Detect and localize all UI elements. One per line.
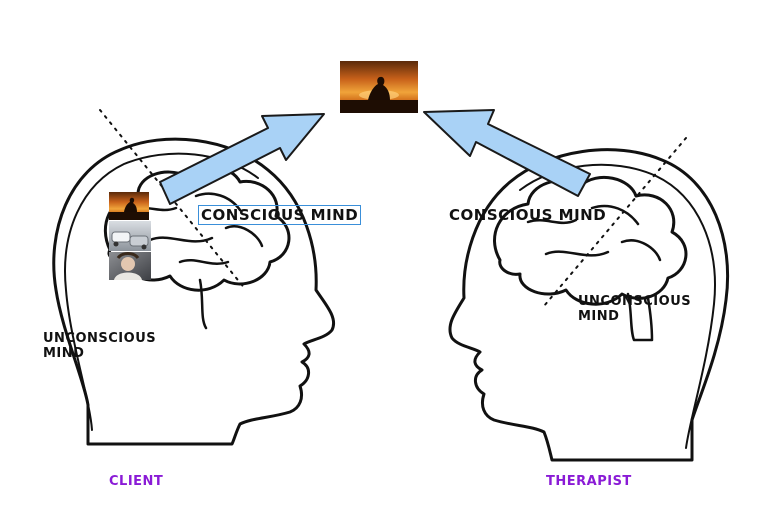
therapist-conscious-mind-label: CONSCIOUS MIND <box>449 206 606 224</box>
therapist-label: THERAPIST <box>546 474 632 489</box>
client-arrow <box>160 114 324 204</box>
client-photo-distress <box>109 252 151 280</box>
therapist-unconscious-line1: UNCONSCIOUS <box>578 294 691 309</box>
client-unconscious-line2: MIND <box>43 346 156 361</box>
therapist-unconscious-line2: MIND <box>578 309 691 324</box>
client-label: CLIENT <box>109 474 163 489</box>
client-unconscious-line1: UNCONSCIOUS <box>43 331 156 346</box>
shared-sunset-photo <box>340 61 418 113</box>
client-conscious-mind-label[interactable]: CONSCIOUS MIND <box>198 205 361 225</box>
client-photo-accident <box>109 221 151 251</box>
therapist-unconscious-mind-label: UNCONSCIOUS MIND <box>578 294 691 324</box>
client-photo-sunset <box>109 192 149 220</box>
client-unconscious-mind-label: UNCONSCIOUS MIND <box>43 331 156 361</box>
